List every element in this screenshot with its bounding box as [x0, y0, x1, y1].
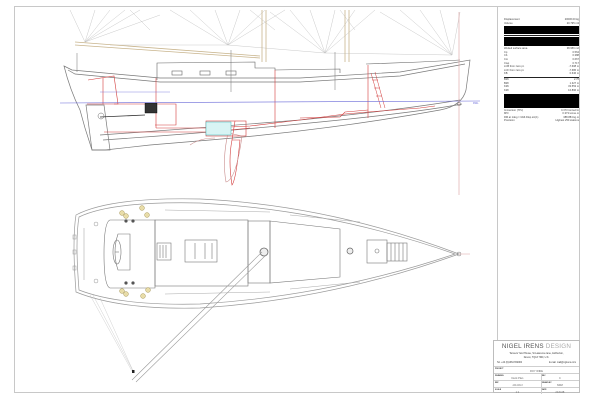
spec-row: LCF from zero pt.-7.686 m [504, 68, 579, 72]
genoa-tracks [164, 209, 361, 295]
cockpit [103, 219, 156, 289]
spec-row: LCB from zero pt.-7.608 m [504, 65, 579, 69]
address-line-1: Tanners Yard House, St Lawrence lane, As… [509, 352, 564, 355]
engine [97, 102, 158, 120]
main-mast-plan [259, 247, 269, 257]
email: E-mail. mail@ngirens.com [549, 362, 576, 364]
interior-structure [87, 65, 436, 186]
hull-profile [63, 59, 471, 151]
project-field: PROJECT ROY WIDE [494, 366, 579, 373]
deck-hull-outline [73, 198, 461, 309]
stern-fittings [72, 221, 99, 284]
water-tank [205, 121, 232, 136]
spec-row: RM at 1deg = GMt.Disp.sin(1)388.884 kg.m [504, 115, 579, 119]
deck-plan-view [72, 198, 470, 383]
redacted-block [504, 93, 579, 108]
spec-row: Immersion (TPc)0.373 tonne/cm [504, 108, 579, 112]
dwl-label: DWL [473, 102, 479, 105]
redacted-block [504, 26, 579, 35]
title-block: NIGEL IRENS DESIGN Tanners Yard House, S… [493, 340, 580, 394]
winches [119, 205, 151, 299]
rigging-lines [69, 9, 461, 56]
keel-and-rudder [189, 132, 243, 183]
divider [540, 373, 542, 394]
profile-view: DWL [59, 9, 481, 195]
mainsheet-lines [89, 294, 135, 374]
clutches [124, 219, 135, 285]
divider [504, 35, 579, 37]
drawing-title-field: DRAWING Deck Plan [494, 373, 541, 380]
address-line-2: Devon, TQ13 7DD, U.K. [523, 356, 550, 359]
drawn-by-field: DRAWN BY NDM [540, 380, 579, 387]
reference-field: REF JJJJJJJJ [494, 380, 541, 387]
coachroof [154, 219, 341, 287]
date-field: DATE 20-8-08 [540, 387, 579, 394]
divider [504, 76, 579, 78]
mainsheet-block [132, 370, 135, 373]
design-waterline [59, 100, 481, 104]
revision-field: REV C [540, 373, 579, 380]
deckhouse [156, 59, 461, 80]
designer-logo: NIGEL IRENS DESIGN [501, 343, 572, 350]
fore-mast-plan [346, 247, 354, 255]
companion-ladder [370, 71, 386, 109]
scale-field: SCALE 1:1 [494, 387, 541, 394]
boom-spars [74, 10, 350, 62]
contact-line: Tel. +44 (0)1364 652084 E-mail. mail@ngi… [497, 362, 576, 364]
foredeck-hatch [366, 239, 408, 264]
telephone: Tel. +44 (0)1364 652084 [497, 362, 522, 364]
redacted-block [504, 37, 579, 47]
boom-plan [131, 251, 267, 383]
